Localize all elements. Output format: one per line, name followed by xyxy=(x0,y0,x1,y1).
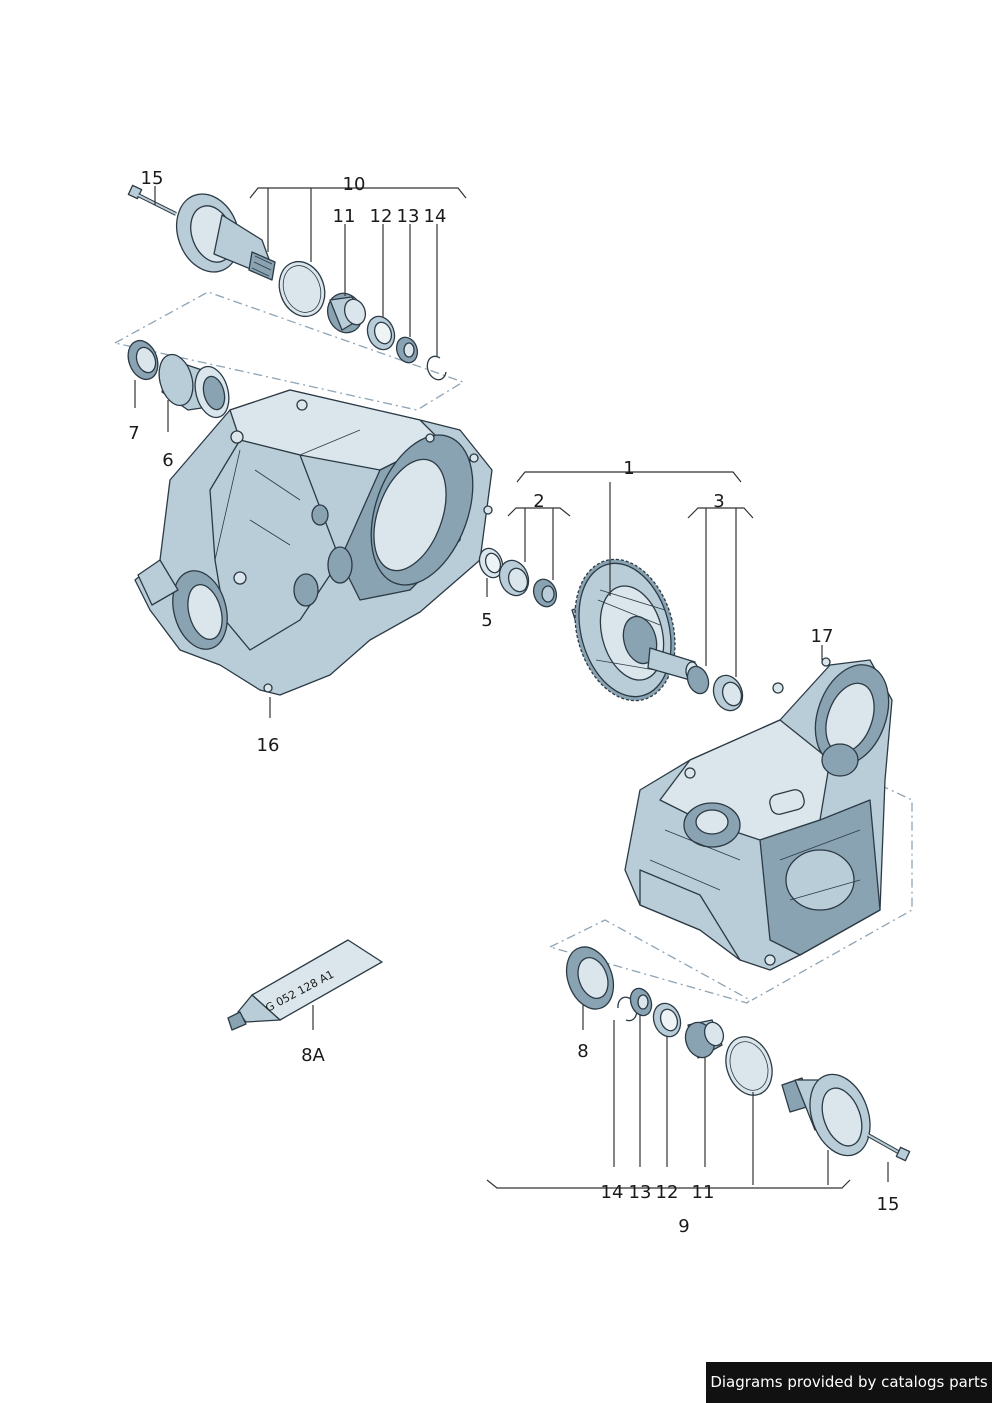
callout-10: 10 xyxy=(343,174,366,195)
gearbox-housing-16 xyxy=(134,389,493,696)
assembly-outline-bottom xyxy=(548,919,752,1004)
callout-1: 1 xyxy=(623,458,634,479)
bracket-10 xyxy=(249,187,467,199)
bearing-cone-2 xyxy=(532,578,558,608)
drive-flange-top xyxy=(176,193,276,281)
callout-7: 7 xyxy=(128,423,139,444)
callout-15-bottom: 15 xyxy=(877,1194,900,1215)
callout-16: 16 xyxy=(257,735,280,756)
assembly-outline-right xyxy=(751,784,913,1001)
drive-flange-bottom xyxy=(781,1073,871,1157)
bracket-2 xyxy=(507,507,571,517)
credit-banner: Diagrams provided by catalogs parts xyxy=(706,1362,992,1403)
callout-11-top: 11 xyxy=(333,206,356,227)
sealant-tube-8A: G 052 128 A1 xyxy=(227,939,383,1031)
seal-8 xyxy=(565,946,615,1010)
callout-15-top: 15 xyxy=(141,168,164,189)
assembly-outline-top xyxy=(113,291,465,411)
callout-14-bottom: 14 xyxy=(601,1182,624,1203)
bracket-3 xyxy=(687,507,754,519)
seal-7 xyxy=(127,339,159,381)
callout-13-top: 13 xyxy=(397,206,420,227)
bolt-bottom xyxy=(867,1133,911,1162)
sleeve-6 xyxy=(158,353,230,419)
callout-2: 2 xyxy=(533,491,544,512)
callout-8A: 8A xyxy=(301,1045,325,1066)
callout-13-bottom: 13 xyxy=(629,1182,652,1203)
circlip-top-14 xyxy=(426,355,447,381)
callout-8: 8 xyxy=(577,1041,588,1062)
gearbox-housing-17 xyxy=(624,657,893,971)
callout-3: 3 xyxy=(713,491,724,512)
bearing-race-2 xyxy=(498,559,530,597)
bearing-bottom-11 xyxy=(684,1019,725,1059)
callout-9: 9 xyxy=(678,1216,689,1237)
bracket-1 xyxy=(516,471,742,483)
bearing-3 xyxy=(686,665,744,712)
bearing-top-11 xyxy=(326,292,367,334)
bolt-top xyxy=(127,184,177,216)
o-ring-top xyxy=(278,260,326,318)
callout-11-bottom: 11 xyxy=(692,1182,715,1203)
callout-12-bottom: 12 xyxy=(656,1182,679,1203)
bracket-9 xyxy=(486,1179,851,1189)
differential-crown-gear-1 xyxy=(571,558,699,702)
callout-14-top: 14 xyxy=(424,206,447,227)
callout-5: 5 xyxy=(481,610,492,631)
callout-12-top: 12 xyxy=(370,206,393,227)
o-ring-bottom xyxy=(725,1036,773,1096)
callout-17: 17 xyxy=(811,626,834,647)
callout-6: 6 xyxy=(162,450,173,471)
